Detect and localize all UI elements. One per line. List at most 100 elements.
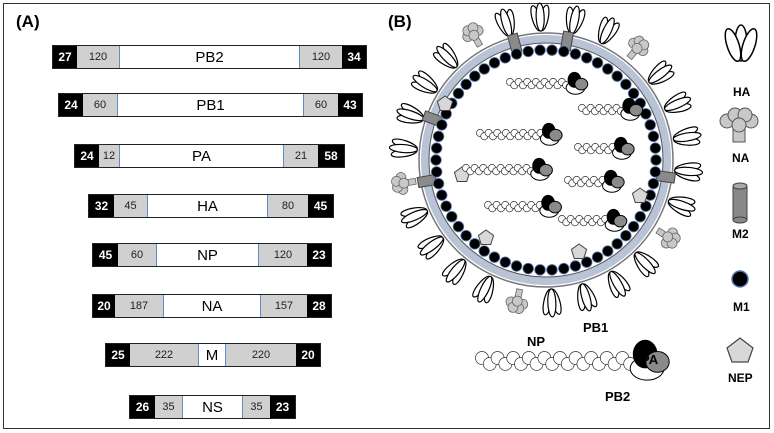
segment-right-utr: 60 (304, 94, 338, 116)
rnp-complex (506, 71, 589, 95)
segment-left-utr: 120 (77, 46, 119, 68)
m1-bead (546, 44, 558, 56)
rnp-label-pb2: PB2 (605, 389, 630, 404)
rnp-complex (574, 136, 635, 160)
m1-bead (647, 130, 660, 143)
ha-spike (663, 91, 692, 114)
m1-matrix-layer (430, 44, 662, 276)
m1-bead (634, 211, 646, 223)
segment-name: PA (119, 145, 284, 167)
segment-np: 45 60 NP 120 23 (92, 243, 332, 267)
rnp-label-pb1: PB1 (583, 320, 608, 335)
m1-bead (649, 142, 662, 154)
segment-left-utr: 60 (83, 94, 117, 116)
m1-bead (440, 200, 452, 212)
na-spike (391, 172, 417, 195)
m1-bead (432, 177, 445, 190)
na-spike (505, 288, 529, 314)
m1-bead (602, 245, 614, 257)
segment-right-end: 23 (270, 396, 295, 418)
segment-left-utr: 12 (99, 145, 119, 167)
segment-left-end: 25 (106, 344, 130, 366)
segment-left-end: 45 (93, 244, 118, 266)
rnp-complex (558, 208, 628, 232)
segment-name: HA (147, 195, 268, 217)
ha-spike (647, 60, 675, 85)
m1-bead (640, 200, 652, 212)
segment-right-end: 23 (307, 244, 331, 266)
segment-name: NA (163, 295, 261, 317)
ha-spike (400, 206, 429, 229)
ha-spike (388, 138, 419, 158)
m1-bead (558, 262, 570, 275)
m1-bead (510, 48, 523, 60)
pa-subunit (610, 175, 625, 189)
m1-bead (546, 264, 558, 276)
segment-right-end: 43 (338, 94, 362, 116)
m1-bead (611, 238, 623, 250)
pa-subunit (620, 142, 635, 156)
m1-bead (611, 70, 623, 82)
na-spike (626, 35, 650, 61)
segment-na: 20 187 NA 157 28 (92, 294, 332, 318)
ha-spike (673, 162, 704, 182)
pa-subunit (645, 351, 670, 373)
m1-bead (499, 52, 511, 64)
m1-bead (522, 262, 534, 275)
rnp-complex (578, 97, 643, 121)
m1-icon (731, 270, 749, 288)
m1-bead (558, 45, 570, 58)
segment-right-utr: 120 (259, 244, 307, 266)
m1-bead (644, 119, 656, 131)
m1-bead (446, 211, 458, 223)
m1-bead (569, 260, 582, 272)
ha-spike (441, 258, 467, 286)
ha-spike (410, 70, 439, 94)
m1-bead (478, 63, 490, 75)
segment-left-end: 27 (53, 46, 77, 68)
ha-spike (607, 270, 631, 299)
m1-bead (469, 70, 481, 82)
m1-bead (649, 166, 662, 178)
segment-left-end: 24 (75, 145, 99, 167)
m1-bead (510, 260, 523, 272)
ha-spike (396, 102, 425, 124)
m1-bead (478, 245, 490, 257)
ha-spike (472, 275, 495, 304)
rnp-complex (564, 169, 625, 193)
m1-bead (581, 256, 593, 268)
m1-bead (581, 52, 593, 64)
m1-bead (627, 87, 640, 100)
ha-spike (417, 235, 445, 260)
legend-na-label: NA (732, 151, 750, 165)
segment-ha: 32 45 HA 80 45 (88, 194, 334, 218)
rnp-detail (475, 339, 670, 381)
segment-pb1: 24 60 PB1 60 43 (58, 93, 363, 117)
na-spike (655, 227, 681, 249)
m1-bead (534, 44, 546, 56)
m1-bead (469, 238, 481, 250)
m1-bead (602, 63, 614, 75)
segment-right-end: 45 (308, 195, 333, 217)
envelope-outer (418, 32, 674, 288)
nep-particle (477, 229, 495, 245)
m2-icon (732, 182, 748, 224)
surface-glycoproteins (388, 2, 704, 318)
ha-spike (597, 16, 620, 45)
m1-bead (522, 45, 534, 58)
segment-right-utr: 35 (243, 396, 270, 418)
m1-bead (627, 220, 640, 233)
segment-right-utr: 220 (226, 344, 296, 366)
nep-icon (726, 337, 754, 363)
rnp-complexes (462, 71, 643, 232)
legend-m1-label: M1 (733, 300, 750, 314)
ha-spike (672, 126, 702, 146)
legend: HA NA M2 M1 NEP (719, 24, 759, 385)
nep-particle (570, 243, 588, 259)
legend-nep-label: NEP (728, 371, 753, 385)
m1-bead (488, 251, 501, 263)
pa-subunit (574, 77, 589, 91)
segment-ns: 26 35 NS 35 23 (129, 395, 296, 419)
legend-ha-label: HA (733, 85, 751, 99)
m1-bead (436, 119, 448, 131)
